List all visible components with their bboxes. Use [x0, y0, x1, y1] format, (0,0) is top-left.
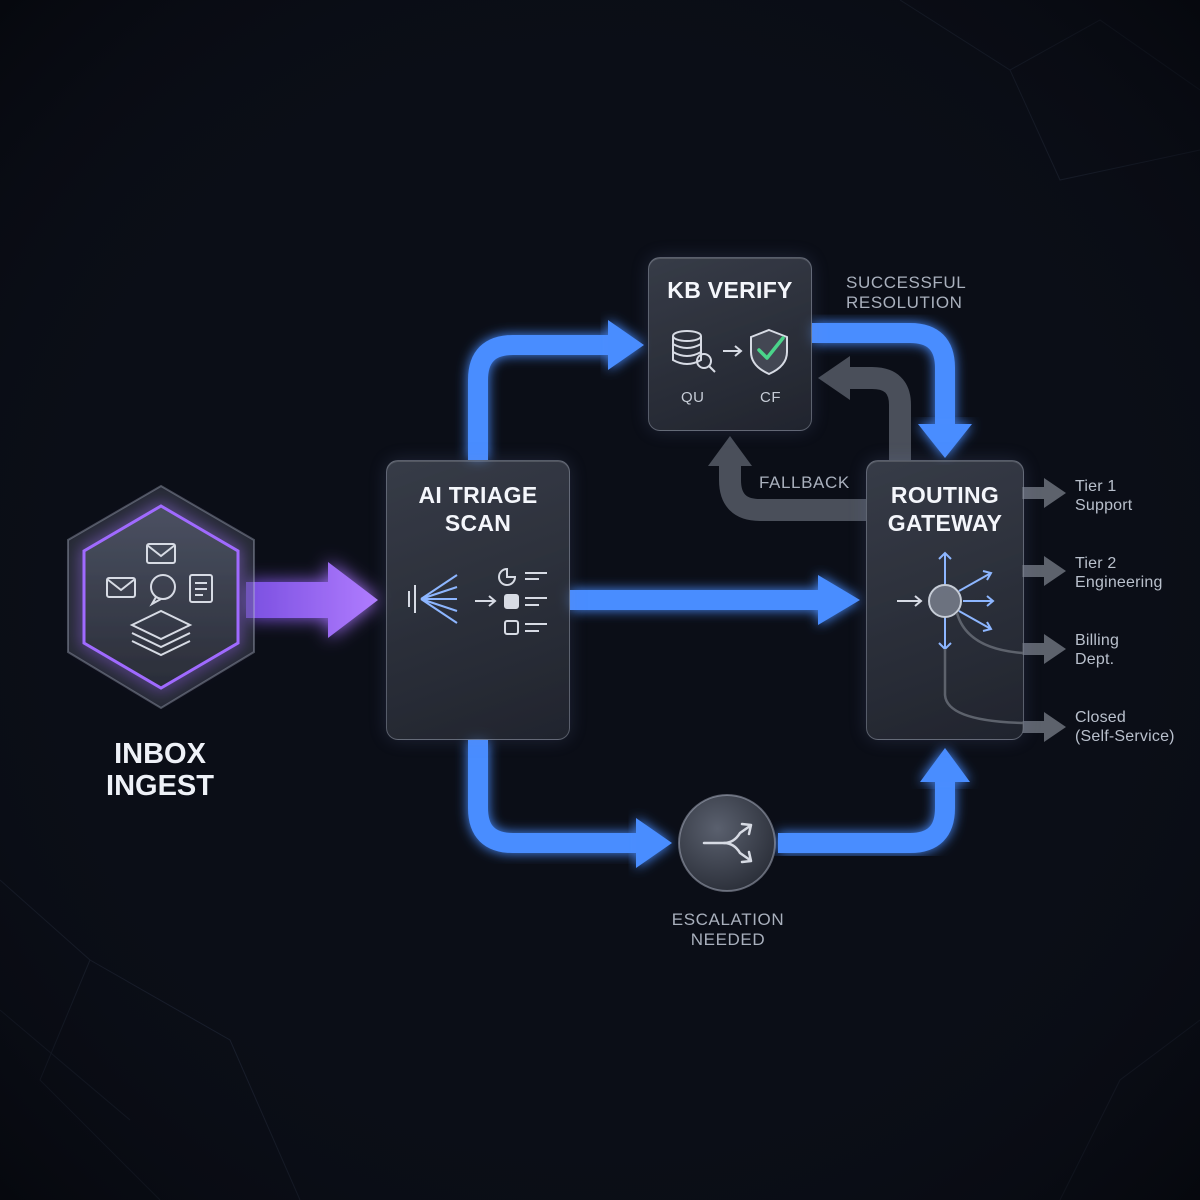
output-billing-line1: Billing — [1075, 632, 1120, 649]
routing-title-line2: GATEWAY — [887, 510, 1003, 536]
fallback-arrowhead-down-to-kb — [708, 436, 752, 466]
mail-icon — [106, 577, 136, 598]
output-tier1: Tier 1 Support — [1075, 477, 1132, 515]
output-arrows — [1022, 478, 1066, 742]
escalation-label: ESCALATION NEEDED — [642, 910, 814, 950]
fallback-label: FALLBACK — [759, 473, 850, 492]
output-closed: Closed (Self-Service) — [1075, 708, 1175, 746]
shield-check-icon — [750, 328, 788, 376]
output-billing-line2: Dept. — [1075, 651, 1115, 668]
success-line1: SUCCESSFUL — [846, 273, 967, 292]
inbox-to-triage-arrow — [246, 562, 378, 638]
ai-triage-scan-node[interactable]: AI TRIAGE SCAN — [386, 460, 570, 740]
success-line2: RESOLUTION — [846, 293, 963, 312]
chat-icon — [149, 574, 176, 607]
output-closed-line2: (Self-Service) — [1075, 728, 1175, 745]
document-icon — [189, 574, 213, 603]
classify-list-icon — [498, 567, 547, 635]
stack-icon — [129, 609, 193, 657]
router-hub-icon — [897, 551, 1023, 725]
escalation-node[interactable] — [674, 790, 780, 896]
output-tier2-line2: Engineering — [1075, 574, 1163, 591]
triage-to-escalation-arrow — [468, 740, 640, 853]
routing-title: ROUTING GATEWAY — [867, 481, 1023, 537]
output-tier1-line1: Tier 1 — [1075, 478, 1117, 495]
output-closed-line1: Closed — [1075, 709, 1127, 726]
kb-caption-right: CF — [760, 389, 781, 406]
output-tier1-line2: Support — [1075, 497, 1133, 514]
routing-gateway-node[interactable]: ROUTING GATEWAY — [866, 460, 1024, 740]
triage-title-line2: SCAN — [444, 510, 512, 536]
output-billing: Billing Dept. — [1075, 631, 1119, 669]
escalation-to-routing-arrowhead — [920, 748, 970, 782]
kb-caption-left: QU — [681, 389, 705, 406]
output-tier2-line1: Tier 2 — [1075, 555, 1117, 572]
fallback-arrowhead-left-to-kb — [818, 356, 850, 400]
routing-title-line1: ROUTING — [890, 482, 1000, 508]
inbox-title-line1: INBOX — [114, 738, 206, 770]
database-search-icon — [672, 330, 716, 373]
mail-icon — [146, 543, 176, 564]
inbox-ingest-node[interactable] — [58, 480, 264, 720]
successful-resolution-label: SUCCESSFUL RESOLUTION — [846, 273, 966, 313]
triage-title-line1: AI TRIAGE — [418, 482, 538, 508]
escalation-line2: NEEDED — [690, 930, 766, 949]
escalation-to-routing-arrow — [778, 780, 955, 853]
arrow-right-icon — [723, 345, 743, 357]
triage-title: AI TRIAGE SCAN — [387, 481, 569, 537]
merge-icon — [702, 822, 753, 864]
kb-to-routing-arrowhead — [918, 424, 972, 458]
kb-icon-group — [672, 328, 788, 376]
scanner-icon — [408, 574, 497, 624]
kb-title: KB VERIFY — [667, 277, 793, 303]
triage-to-escalation-arrowhead — [636, 818, 672, 868]
kb-verify-node[interactable]: KB VERIFY QU CF — [648, 257, 812, 431]
inbox-title-line2: INGEST — [106, 770, 214, 802]
escalation-line1: ESCALATION — [671, 910, 785, 929]
inbox-ingest-label: INBOX INGEST — [60, 738, 260, 802]
output-tier2: Tier 2 Engineering — [1075, 554, 1163, 592]
triage-to-kb-arrow — [468, 335, 612, 460]
triage-to-kb-arrowhead — [608, 320, 644, 370]
triage-icon-group — [408, 567, 547, 635]
triage-to-routing-arrow — [570, 575, 860, 625]
